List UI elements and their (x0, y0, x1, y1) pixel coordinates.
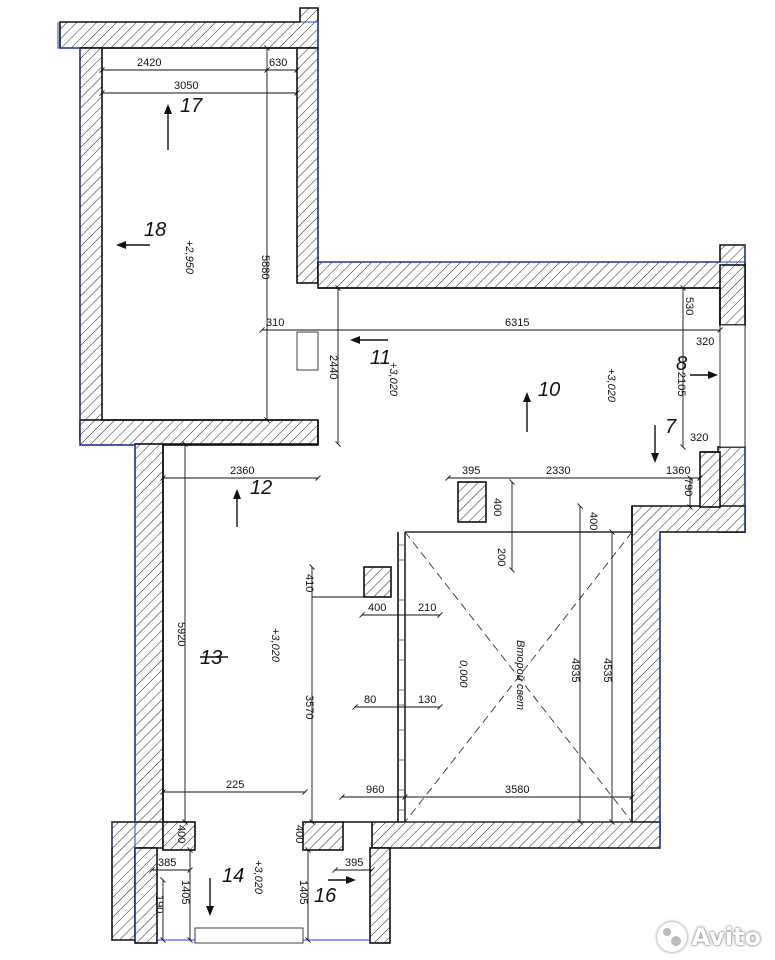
dim-310: 310 (266, 317, 284, 329)
dim-630: 630 (269, 57, 287, 69)
dim-225: 225 (226, 779, 244, 791)
dimension-labels: 2420 630 3050 5880 310 6315 530 320 2440… (137, 57, 714, 913)
wall-right-18 (296, 47, 319, 284)
level-bottom: +3,020 (252, 860, 264, 895)
wall-bottom-void (342, 821, 661, 849)
dim-80: 80 (364, 694, 376, 706)
dim-320-a: 320 (696, 336, 714, 348)
direction-arrows (116, 104, 718, 916)
room-13-label: 13 (200, 647, 222, 669)
railing (398, 544, 405, 811)
wall-top-10 (317, 244, 746, 326)
wall-step-right (631, 505, 746, 836)
room-11-label: 11 (370, 347, 391, 369)
column-a (457, 481, 487, 523)
void-label: Второй свет (514, 640, 526, 710)
wall-block-16 (302, 821, 344, 851)
dimension-lines (99, 45, 723, 943)
level-top: +2,950 (183, 240, 195, 275)
walls (59, 7, 746, 944)
dim-4535: 4535 (601, 658, 613, 682)
dim-1405-a: 1405 (179, 880, 191, 904)
dim-320-b: 320 (690, 432, 708, 444)
dim-210: 210 (418, 602, 436, 614)
arrow-16 (328, 876, 356, 884)
watermark-text: Avito (691, 923, 761, 951)
wall-left-18 (79, 47, 103, 441)
wall-bottom-18 (79, 419, 319, 446)
dim-400-a: 400 (491, 498, 503, 516)
avito-watermark: Avito (657, 922, 761, 952)
dim-400-c: 400 (368, 602, 386, 614)
dim-960: 960 (366, 784, 384, 796)
arrow-12 (233, 489, 241, 527)
level-main: +3,020 (605, 368, 617, 403)
room-17-label: 17 (180, 95, 203, 117)
openings (194, 324, 746, 944)
dim-2360: 2360 (230, 465, 254, 477)
dim-400-d: 400 (175, 825, 187, 843)
arrow-7 (651, 425, 659, 463)
dim-190: 190 (153, 895, 165, 913)
level-11: +3,020 (387, 362, 399, 397)
dim-530: 530 (683, 297, 695, 315)
dim-5920: 5920 (175, 622, 187, 646)
dim-3580: 3580 (505, 784, 529, 796)
room-14-label: 14 (222, 865, 244, 887)
dim-3050: 3050 (174, 80, 198, 92)
wall-top-17 (59, 7, 319, 49)
dim-385: 385 (158, 857, 176, 869)
dim-400-e: 400 (293, 825, 305, 843)
dim-200: 200 (495, 548, 507, 566)
wall-block-14 (162, 821, 196, 851)
room-16-label: 16 (314, 885, 337, 907)
wall-right-10 (719, 264, 746, 326)
dim-6315: 6315 (505, 317, 529, 329)
level-void: 0,000 (457, 660, 469, 688)
dim-410: 410 (303, 574, 315, 592)
dim-790: 790 (682, 478, 694, 496)
dim-395-b: 395 (345, 857, 363, 869)
dim-5880: 5880 (259, 255, 271, 279)
dim-3570: 3570 (303, 695, 315, 719)
arrow-14 (206, 878, 214, 916)
arrow-17 (164, 104, 172, 150)
wall-left-13 (134, 443, 164, 825)
dim-2440: 2440 (327, 355, 339, 379)
dim-2105: 2105 (675, 372, 687, 396)
dim-130: 130 (418, 694, 436, 706)
wall-notch-7 (699, 451, 721, 508)
room-12-label: 12 (250, 477, 272, 499)
room-10-label: 10 (538, 379, 560, 401)
dim-395-a: 395 (462, 465, 480, 477)
room-7-label: 7 (665, 416, 677, 438)
avito-logo-icon (657, 922, 688, 952)
arrow-11 (350, 336, 388, 344)
dim-2330: 2330 (546, 465, 570, 477)
room-numbers: 17 18 11 10 8 7 12 13 14 16 (144, 95, 687, 907)
dim-2420: 2420 (137, 57, 161, 69)
room-8-label: 8 (676, 353, 687, 375)
wall-balcony-right (369, 847, 391, 944)
level-left: +3,020 (269, 628, 281, 663)
level-marks: +2,950 +3,020 +3,020 +3,020 0,000 +3,020… (183, 240, 617, 895)
dim-4935: 4935 (569, 658, 581, 682)
room-18-label: 18 (144, 219, 166, 241)
dim-1405-b: 1405 (297, 880, 309, 904)
column-b (363, 566, 392, 598)
dim-1360: 1360 (666, 465, 690, 477)
arrow-8 (690, 371, 718, 379)
arrow-18 (116, 241, 150, 249)
dim-400-b: 400 (587, 512, 599, 530)
arrow-10 (523, 392, 531, 432)
